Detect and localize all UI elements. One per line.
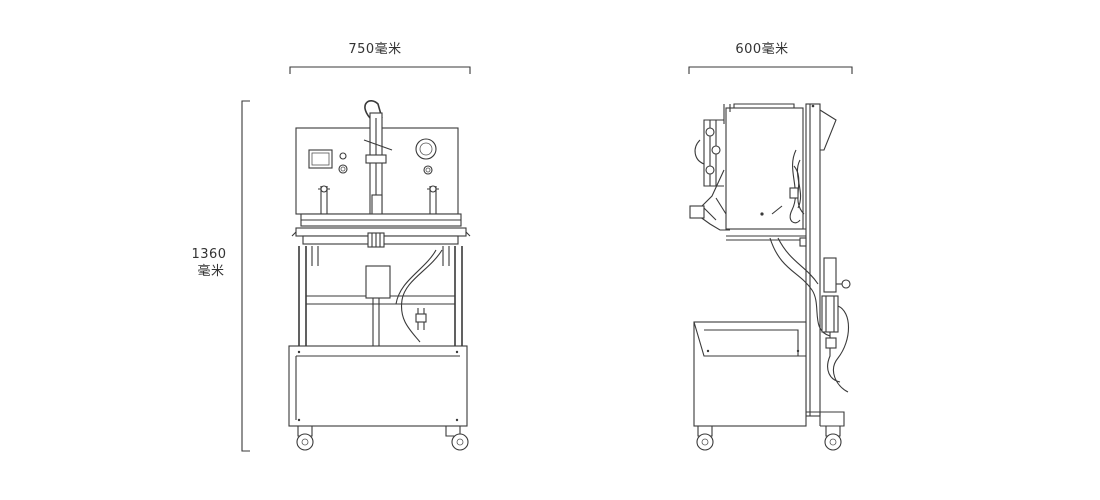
indicator-light [339, 152, 347, 160]
side-cylinder [823, 257, 837, 293]
side-top-guard [819, 109, 837, 151]
touch-screen [308, 149, 333, 169]
front-right-caster [445, 425, 469, 451]
side-view-machine [689, 103, 851, 451]
side-depth-label: 600毫米 [735, 41, 788, 57]
front-hoses [395, 249, 443, 343]
side-handwheel [841, 279, 851, 289]
height-unit-label: 毫米 [197, 263, 224, 279]
height-bracket [241, 100, 250, 452]
side-post [805, 103, 821, 417]
front-view-machine [288, 100, 471, 451]
side-left-caster [696, 425, 714, 451]
height-value-label: 1360 [191, 247, 226, 262]
side-nozzle-assembly [689, 104, 731, 231]
adjust-knob [423, 165, 433, 175]
feed-hose [364, 100, 383, 119]
side-right-caster [824, 425, 842, 451]
right-clamp-arm [427, 185, 439, 215]
height-dimension: 1360 毫米 [191, 100, 250, 452]
front-width-label: 750毫米 [348, 41, 401, 57]
side-control-box [725, 107, 804, 230]
side-depth-bracket [688, 66, 853, 74]
left-clamp-arm [318, 185, 330, 215]
side-cabinet [693, 321, 807, 427]
side-depth-dimension: 600毫米 [688, 41, 853, 74]
front-cabinet [288, 345, 468, 427]
front-width-dimension: 750毫米 [289, 41, 471, 74]
cylinder-block [365, 265, 391, 299]
control-knob [338, 164, 348, 174]
side-cable-bundle [789, 149, 805, 224]
side-valve [821, 295, 849, 393]
side-hoses [769, 237, 831, 337]
pressure-gauge [415, 138, 437, 160]
front-left-caster [296, 425, 314, 451]
front-width-bracket [289, 66, 471, 74]
